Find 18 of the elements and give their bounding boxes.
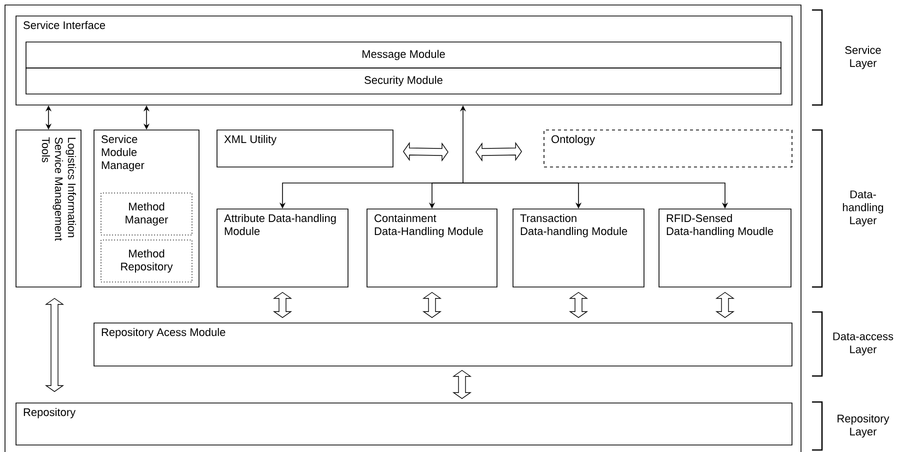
module-box: Attribute Data-handling Module bbox=[216, 208, 348, 288]
tools-box: Logistics Information Service Management Tools bbox=[16, 130, 82, 288]
module-box: Security Module bbox=[26, 68, 782, 94]
method-box: Method Repository bbox=[100, 240, 192, 282]
module-box: Containment Data-Handling Module bbox=[366, 208, 498, 288]
method-box: Method Manager bbox=[100, 192, 192, 236]
utility-box: XML Utility bbox=[216, 130, 394, 168]
module-box: Message Module bbox=[26, 42, 782, 68]
layer-label: Data-handling Layer bbox=[842, 190, 884, 226]
hollow-arrow bbox=[476, 142, 522, 162]
module-box: RFID-Sensed Data-handling Moudle bbox=[658, 208, 792, 288]
repository-box: Repository bbox=[16, 402, 792, 446]
layer-label: Data-access Layer bbox=[833, 332, 894, 356]
layer-label: Repository Layer bbox=[838, 414, 890, 438]
layer-label: Service Layer bbox=[845, 46, 881, 70]
module-box: Transaction Data-handling Module bbox=[512, 208, 644, 288]
ontology-box: Ontology bbox=[544, 130, 792, 168]
access-module-box: Repository Acess Module bbox=[94, 322, 792, 366]
